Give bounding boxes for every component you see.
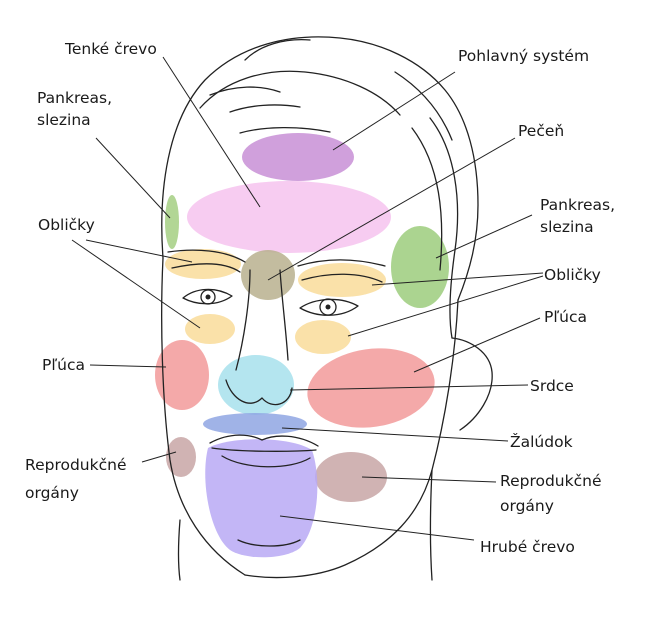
label-zaludok: Žalúdok (510, 432, 573, 451)
zone-pankreas-left (165, 195, 179, 249)
head-outline (161, 36, 479, 301)
label-pluca-left: Pľúca (42, 356, 85, 374)
hair-inner-line (199, 70, 401, 116)
ear (451, 337, 493, 431)
zone-pluca-right-yellow (295, 320, 351, 354)
leader-pohlavny-system (332, 71, 456, 151)
label-pankreas-right-line2: slezina (540, 218, 594, 236)
leader-repro-right (361, 476, 497, 483)
leader-hrube-crevo (279, 515, 475, 541)
label-pankreas-left-line2: slezina (37, 111, 91, 129)
leader-oblicky-right-a (371, 272, 544, 286)
leader-pluca-right (413, 317, 541, 373)
eyebrow-right-lower (301, 273, 383, 283)
nose-bottom (225, 379, 293, 406)
label-repro-left-line2: orgány (25, 484, 79, 502)
eye-right-iris (319, 298, 337, 316)
zone-oblicky-right (298, 263, 386, 297)
forehead-wrinkle-1 (229, 104, 301, 113)
eye-left-iris (200, 289, 216, 305)
face-contour-left (161, 257, 246, 576)
label-srdce: Srdce (530, 377, 574, 395)
eyebrow-left-lower (171, 263, 241, 273)
leader-oblicky-right-b (347, 275, 544, 337)
neck-left (177, 519, 181, 581)
label-oblicky-left: Obličky (38, 216, 95, 234)
hair-strand-1 (244, 39, 311, 61)
zone-tenke-crevo (187, 181, 391, 253)
hair-right-side (429, 117, 459, 339)
leader-pankreas-left (95, 137, 171, 219)
labels: Tenké črevo Pohlavný systém Pankreas, sl… (25, 40, 615, 556)
zone-hrube-crevo (205, 439, 318, 558)
label-repro-right-line1: Reprodukčné (500, 472, 601, 490)
nose-bridge-right (279, 269, 289, 361)
leader-srdce (289, 384, 529, 391)
eye-left (182, 288, 233, 305)
leader-lines (71, 56, 544, 541)
eye-right-pupil (325, 304, 331, 310)
label-pankreas-right-line1: Pankreas, (540, 196, 615, 214)
hair-strand-2 (394, 71, 453, 141)
leader-pankreas-right (435, 214, 533, 259)
eyebrow-left (167, 249, 246, 263)
leader-oblicky-left-b (71, 239, 201, 329)
label-pluca-right: Pľúca (544, 308, 587, 326)
label-hrube-crevo: Hrubé črevo (480, 538, 575, 556)
leader-zaludok (281, 427, 509, 442)
label-repro-left-line1: Reprodukčné (25, 456, 126, 474)
label-pohlavny-system: Pohlavný systém (458, 47, 589, 65)
zone-repro-right (315, 452, 387, 502)
eye-left-pupil (205, 294, 211, 300)
leader-pecen (267, 137, 516, 281)
eyebrow-right (297, 259, 386, 267)
leader-oblicky-left-a (85, 239, 193, 263)
zone-zaludok (203, 413, 307, 435)
face-outline (161, 36, 493, 581)
upper-lip (209, 434, 319, 447)
hair-strand-3 (209, 86, 281, 96)
forehead-wrinkle-2 (239, 126, 331, 134)
zone-pluca-left-yellow (185, 314, 235, 344)
eye-right (299, 298, 359, 316)
zone-repro-left (166, 437, 196, 477)
label-pankreas-left-line1: Pankreas, (37, 89, 112, 107)
leader-repro-left (141, 451, 177, 463)
lower-lip (221, 455, 311, 468)
zone-nose (218, 355, 294, 415)
chin-crease (237, 539, 301, 547)
leader-pluca-left (89, 364, 167, 368)
zone-pluca-red (155, 340, 209, 410)
zones (155, 133, 449, 558)
label-repro-right-line2: orgány (500, 497, 554, 515)
hair-right-side-2 (411, 127, 443, 271)
label-pecen: Pečeň (518, 122, 564, 140)
zone-pankreas-right (391, 226, 449, 308)
face-contour-right (244, 299, 459, 579)
zone-pohlavny-system (242, 133, 354, 181)
nose-bridge-left (235, 269, 251, 371)
lip-line (211, 447, 317, 452)
label-tenke-crevo: Tenké črevo (64, 40, 157, 58)
neck-right (429, 469, 433, 581)
leader-tenke-crevo (162, 56, 261, 208)
label-oblicky-right: Obličky (544, 266, 601, 284)
